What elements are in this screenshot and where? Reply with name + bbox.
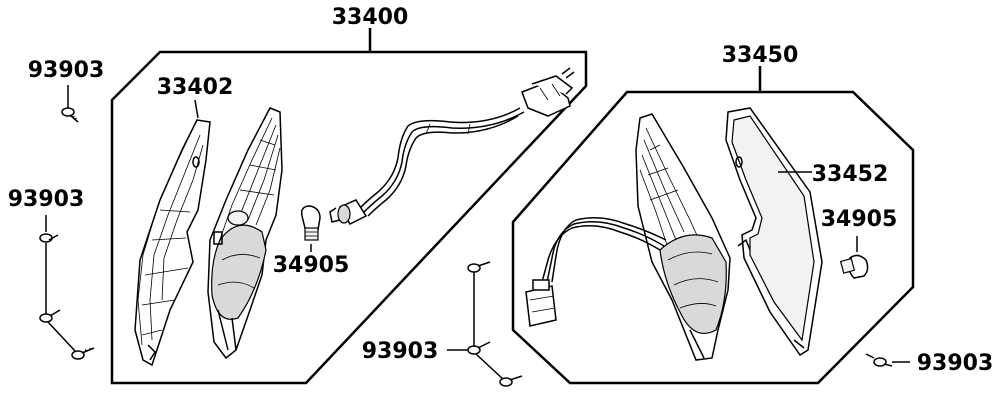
label-34905-right: 34905: [821, 207, 898, 232]
screw-right-drawing: [865, 353, 893, 367]
label-34905-left: 34905: [273, 253, 350, 278]
screw-center-chain-drawing: [467, 261, 523, 387]
right-lens-drawing: [725, 107, 823, 357]
right-assembly-frame: [511, 66, 915, 385]
left-assembly-frame: [110, 28, 588, 385]
screw-left-chain-drawing: [39, 215, 95, 360]
left-housing-drawing: [207, 107, 283, 360]
label-33450: 33450: [722, 43, 799, 68]
right-housing-drawing: [635, 113, 731, 361]
label-33400: 33400: [332, 5, 409, 30]
left-wire-harness: [329, 67, 575, 225]
right-bulb-drawing: [839, 254, 869, 279]
screw-top-left-drawing: [61, 85, 79, 123]
left-lens-drawing: [134, 119, 211, 367]
label-93903-center: 93903: [362, 339, 439, 364]
leader-33402: [194, 99, 199, 119]
label-93903-top-left: 93903: [28, 58, 105, 83]
right-wire-harness: [525, 217, 667, 327]
label-93903-mid-left: 93903: [8, 187, 85, 212]
label-33452: 33452: [812, 162, 889, 187]
left-bulb-drawing: [300, 205, 321, 241]
label-93903-right: 93903: [917, 351, 994, 376]
label-33402: 33402: [157, 75, 234, 100]
